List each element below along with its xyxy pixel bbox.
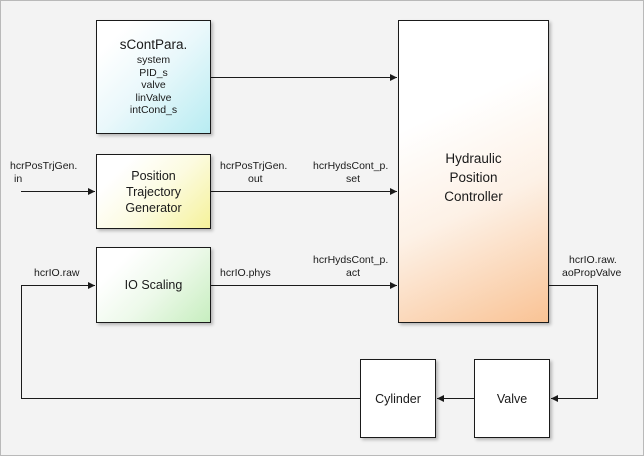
io-scaling-title: IO Scaling	[124, 278, 183, 292]
io-scaling-block[interactable]: IO Scaling	[96, 247, 211, 323]
signal-label-io-phys: hcrIO.phys	[220, 267, 271, 279]
signal-label-pos-traj-in: hcrPosTrjGen. in	[10, 160, 78, 185]
controller-line: Position	[449, 170, 498, 185]
signal-label-cont-set: hcrHydsCont_p. set	[313, 160, 389, 185]
cont-para-line: linValve	[135, 91, 172, 104]
cylinder-title: Cylinder	[375, 391, 421, 406]
signal-label-ao-prop-valve: hcrIO.raw. aoPropValve	[562, 254, 622, 279]
cont-para-line: system	[136, 54, 171, 67]
cont-para-line: intCond_s	[129, 104, 178, 117]
signal-label-pos-traj-out: hcrPosTrjGen. out	[220, 160, 288, 185]
wire-controller-to-valve	[549, 285, 598, 402]
hydraulic-controller-block[interactable]: Hydraulic Position Controller	[398, 20, 549, 323]
controller-line: Controller	[444, 189, 503, 204]
valve-block[interactable]: Valve	[474, 359, 550, 438]
trajectory-line: Position	[131, 168, 176, 183]
controller-line: Hydraulic	[445, 151, 502, 166]
wire-cylinder-to-io	[21, 282, 360, 399]
trajectory-line: Generator	[125, 200, 182, 215]
cylinder-block[interactable]: Cylinder	[360, 359, 436, 438]
cont-para-line: valve	[141, 79, 166, 92]
cont-para-title: sContPara.	[119, 37, 188, 53]
trajectory-line: Trajectory	[125, 184, 182, 199]
signal-label-cont-act: hcrHydsCont_p. act	[313, 254, 389, 279]
cont-para-line: PID_s	[139, 66, 168, 79]
trajectory-generator-block[interactable]: Position Trajectory Generator	[96, 154, 211, 229]
signal-label-io-raw: hcrIO.raw	[34, 267, 80, 279]
valve-title: Valve	[496, 391, 528, 406]
cont-para-block[interactable]: sContPara. system PID_s valve linValve i…	[96, 20, 211, 134]
